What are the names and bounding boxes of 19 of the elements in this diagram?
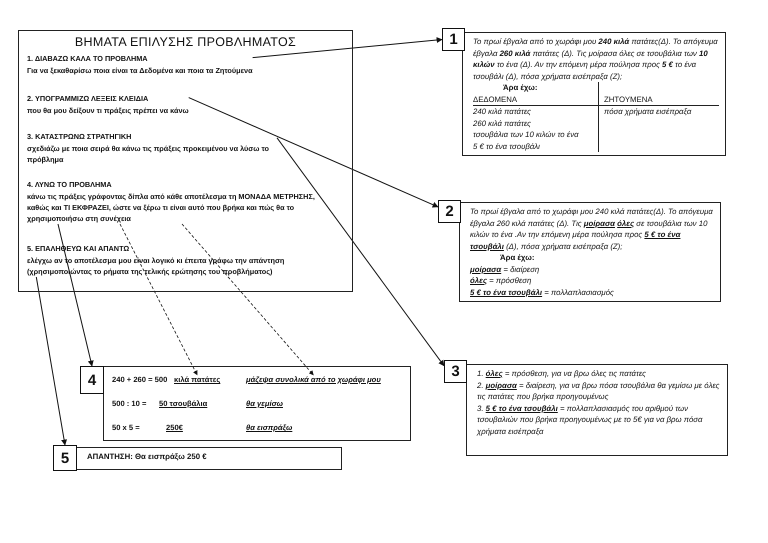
dashed-arrow	[182, 224, 314, 376]
arrow	[58, 224, 94, 367]
panel-title: ΒΗΜΑΤΑ ΕΠΙΛΥΣΗΣ ΠΡΟΒΛΗΜΑΤΟΣ	[74, 35, 298, 49]
answer-box	[76, 447, 342, 470]
panel	[18, 30, 353, 292]
arrow	[276, 137, 444, 366]
number-box: 1	[442, 28, 465, 51]
arrow	[36, 276, 68, 446]
dashed-arrow	[120, 224, 198, 376]
arrow	[252, 37, 443, 58]
problem-box	[462, 32, 726, 156]
number-box: 2	[438, 200, 461, 223]
number-box: 5	[53, 445, 77, 471]
number-box: 4	[80, 366, 104, 394]
number-box: 3	[444, 360, 467, 383]
arrow	[188, 97, 439, 208]
solution-box	[103, 366, 411, 441]
explanation-box	[466, 364, 728, 456]
problem-box	[459, 202, 721, 302]
